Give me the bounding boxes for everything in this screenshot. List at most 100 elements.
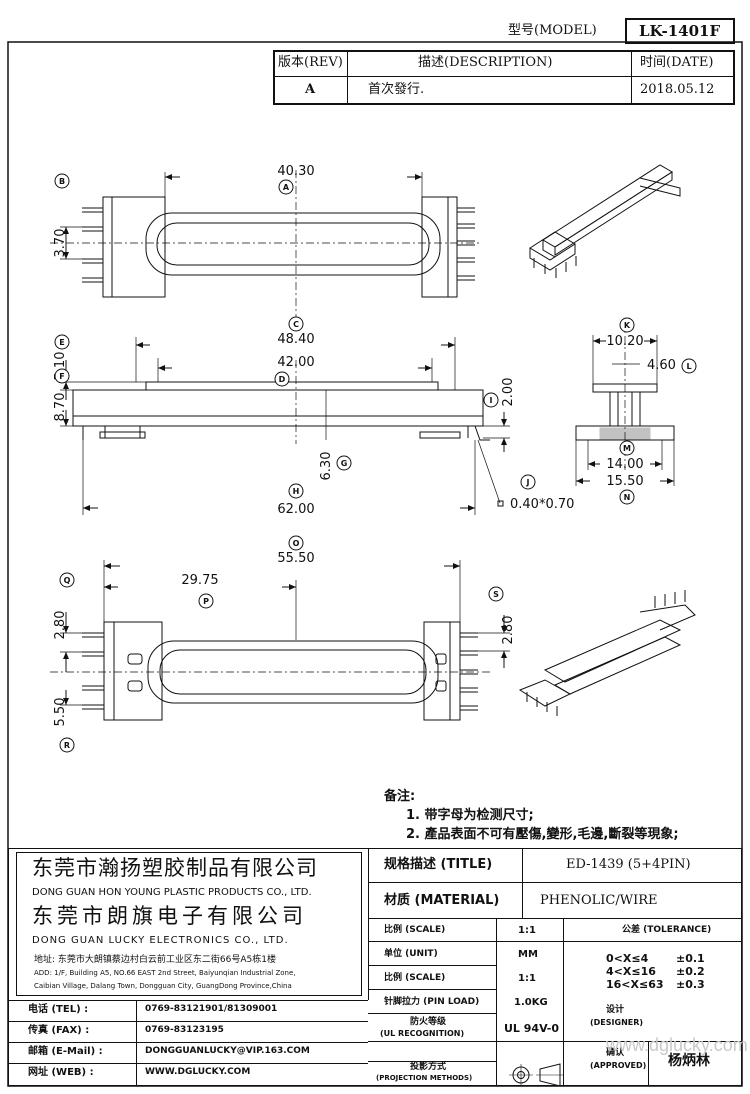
company-box bbox=[16, 852, 362, 996]
marker-circle bbox=[278, 179, 294, 195]
rev-value: A bbox=[305, 82, 316, 97]
marker-circle bbox=[520, 474, 536, 490]
email-label: 邮箱 (E-Mail) : bbox=[28, 1046, 103, 1057]
marker-circle bbox=[619, 489, 635, 505]
company1-cn: 东莞市瀚扬塑胶制品有限公司 bbox=[32, 856, 318, 880]
marker-letter: H bbox=[293, 487, 300, 496]
marker-circle bbox=[619, 317, 635, 333]
approved-label-1: 确认 bbox=[606, 1048, 625, 1058]
tol-value-2: ±0.2 bbox=[676, 965, 705, 978]
rev-divider-v1 bbox=[347, 50, 348, 105]
rev-label: 版本(REV) bbox=[278, 55, 343, 70]
marker-letter: C bbox=[293, 320, 299, 329]
marker-circle bbox=[288, 483, 304, 499]
revision-table bbox=[273, 50, 735, 105]
tol-range-3: 16<X≤63 bbox=[606, 978, 664, 991]
tolerance-label: 公差 (TOLERANCE) bbox=[622, 925, 712, 935]
note-item-2: 2. 產品表面不可有壓傷,變形,毛邊,斷裂等現象; bbox=[406, 827, 679, 842]
marker-circle bbox=[59, 737, 75, 753]
watermark: www.dglucky.com bbox=[606, 1035, 748, 1055]
date-label: 时间(DATE) bbox=[640, 55, 714, 70]
dim-text: 2.00 bbox=[501, 378, 516, 407]
approved-label-2: (APPROVED) bbox=[590, 1061, 647, 1070]
material-label: 材质 (MATERIAL) bbox=[384, 893, 500, 908]
designer-label-2: (DESIGNER) bbox=[590, 1018, 644, 1027]
marker-letter: M bbox=[623, 444, 631, 453]
designer-label-1: 设计 bbox=[606, 1005, 625, 1015]
marker-letter: E bbox=[59, 338, 64, 347]
title-label: 规格描述 (TITLE) bbox=[384, 857, 493, 872]
side-view bbox=[60, 337, 510, 515]
tol-value-3: ±0.3 bbox=[676, 978, 705, 991]
dim-text: 29.75 bbox=[181, 573, 218, 588]
company1-en: DONG GUAN HON YOUNG PLASTIC PRODUCTS CO.… bbox=[32, 887, 312, 898]
note-item-1: 1. 带字母为检测尺寸; bbox=[406, 808, 534, 823]
dim-text: 2.80 bbox=[53, 611, 68, 640]
marker-circle bbox=[619, 440, 635, 456]
tel-label: 电话 (TEL) : bbox=[28, 1004, 89, 1015]
marker-letter: O bbox=[293, 539, 300, 548]
address-en-1: ADD: 1/F, Building A5, NO.66 EAST 2nd St… bbox=[34, 969, 296, 977]
fax-value: 0769-83123195 bbox=[145, 1025, 224, 1035]
marker-circle bbox=[488, 586, 504, 602]
marker-circle bbox=[198, 593, 214, 609]
scale-value: 1:1 bbox=[518, 925, 536, 936]
tel-value: 0769-83121901/81309001 bbox=[145, 1004, 278, 1014]
marker-circle bbox=[54, 334, 70, 350]
marker-letter: F bbox=[59, 372, 64, 381]
marker-letter: N bbox=[624, 493, 631, 502]
dim-text: 3.70 bbox=[53, 229, 68, 258]
marker-circle bbox=[336, 455, 352, 471]
marker-circle bbox=[288, 316, 304, 332]
marker-letter: B bbox=[59, 177, 65, 186]
fax-label: 传真 (FAX) : bbox=[28, 1025, 90, 1036]
spec-grid bbox=[368, 848, 742, 1086]
marker-circle bbox=[59, 572, 75, 588]
marker-letter: K bbox=[624, 321, 631, 330]
marker-letter: A bbox=[283, 183, 290, 192]
desc-value: 首次發行. bbox=[368, 82, 425, 97]
marker-letter: I bbox=[490, 396, 493, 405]
title-block bbox=[8, 848, 742, 1086]
unit-value: MM bbox=[518, 949, 538, 960]
proj-label-2: (PROJECTION METHODS) bbox=[376, 1074, 473, 1082]
marker-circle bbox=[483, 392, 499, 408]
marker-circle bbox=[54, 173, 70, 189]
model-value: LK-1401F bbox=[639, 22, 721, 40]
model-label: 型号(MODEL) bbox=[508, 23, 597, 38]
notes-title: 备注: bbox=[384, 789, 416, 804]
proj-label-1: 投影方式 bbox=[410, 1062, 447, 1072]
date-value: 2018.05.12 bbox=[640, 82, 715, 97]
dimension-labels: 40.30 3.70 48.40 42.00 5.10 8.70 2.00 6.… bbox=[53, 164, 676, 726]
dim-text: 62.00 bbox=[277, 502, 314, 517]
projection-symbol bbox=[509, 1063, 564, 1087]
marker-circle bbox=[681, 358, 697, 374]
tol-value-1: ±0.1 bbox=[676, 952, 705, 965]
ul-value: UL 94V-0 bbox=[504, 1022, 560, 1035]
ul-label-1: 防火等级 bbox=[410, 1017, 447, 1027]
material-value: PHENOLIC/WIRE bbox=[540, 893, 658, 908]
dim-text: 55.50 bbox=[277, 551, 314, 566]
bottom-view bbox=[50, 560, 510, 721]
scale-label: 比例 (SCALE) bbox=[384, 925, 446, 935]
pinload-value: 1.0KG bbox=[514, 997, 548, 1008]
isometric-view-bottom bbox=[518, 590, 696, 716]
approved-value: 杨炳林 bbox=[668, 1053, 710, 1069]
desc-label: 描述(DESCRIPTION) bbox=[418, 55, 553, 70]
marker-letter: D bbox=[279, 375, 286, 384]
dim-text: 6.30 bbox=[319, 452, 334, 481]
top-view bbox=[50, 170, 480, 320]
marker-letter: J bbox=[526, 478, 530, 487]
dim-text: 48.40 bbox=[277, 332, 314, 347]
company-divider bbox=[368, 848, 369, 1000]
marker-letter: L bbox=[686, 362, 691, 371]
marker-letter: P bbox=[203, 597, 209, 606]
scale2-label: 比例 (SCALE) bbox=[384, 973, 446, 983]
isometric-view-top bbox=[529, 164, 681, 278]
dim-text: 40.30 bbox=[277, 164, 314, 179]
dim-text: 2.80 bbox=[501, 616, 516, 645]
address-en-2: Caibian Village, Dalang Town, Dongguan C… bbox=[34, 982, 292, 990]
sheet-border bbox=[7, 41, 743, 1087]
